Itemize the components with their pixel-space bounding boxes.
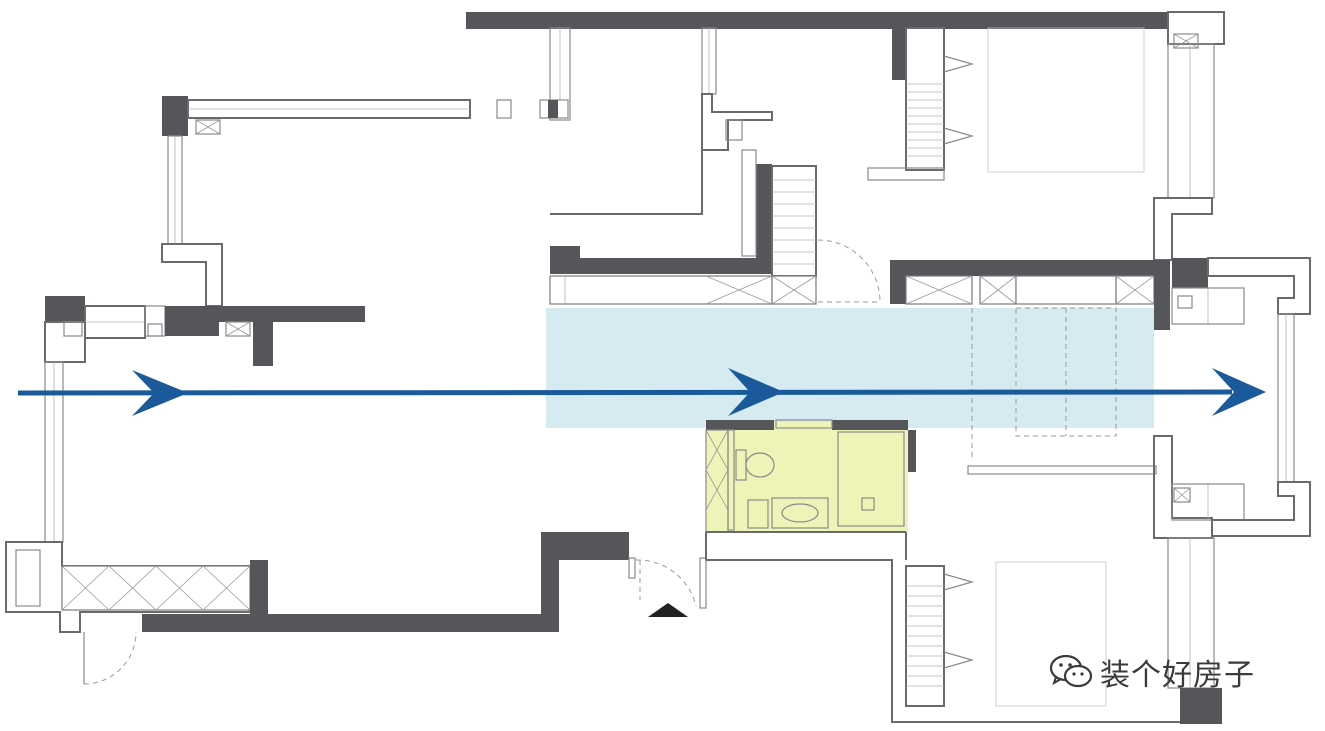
- arrowhead-2: [728, 368, 784, 416]
- arrowhead-1: [132, 370, 188, 416]
- entrance-marker: [648, 603, 688, 617]
- circulation-zone: [546, 308, 1154, 428]
- bathroom-highlight: [706, 422, 908, 532]
- closet-lines-upper: [906, 83, 944, 157]
- top-wall: [466, 11, 1225, 80]
- left-middle-wall: [44, 296, 365, 366]
- arrowhead-3: [1212, 368, 1266, 416]
- lower-right-bedroom: [705, 532, 1222, 724]
- lower-left-room: [5, 532, 629, 685]
- wardrobe-crosses: [61, 565, 251, 611]
- watermark-text: 装个好房子: [1100, 658, 1255, 693]
- stair-lines: [772, 179, 816, 265]
- middle-right-band: [890, 260, 1170, 475]
- entrance: [628, 557, 707, 617]
- watermark: 装个好房子: [1048, 650, 1255, 694]
- right-balcony: [1153, 257, 1311, 539]
- toilet-icon: [735, 449, 775, 481]
- upper-left-room: [161, 96, 569, 307]
- wechat-icon: [1049, 654, 1093, 688]
- central-upper-walls: [549, 93, 881, 305]
- upper-right-bedroom: [867, 27, 1215, 261]
- bathroom: [705, 419, 916, 533]
- closet-lines-lower: [906, 585, 944, 687]
- left-exterior-window: [44, 361, 64, 543]
- top-windows: [549, 27, 717, 121]
- flow-arrow: [17, 368, 1266, 416]
